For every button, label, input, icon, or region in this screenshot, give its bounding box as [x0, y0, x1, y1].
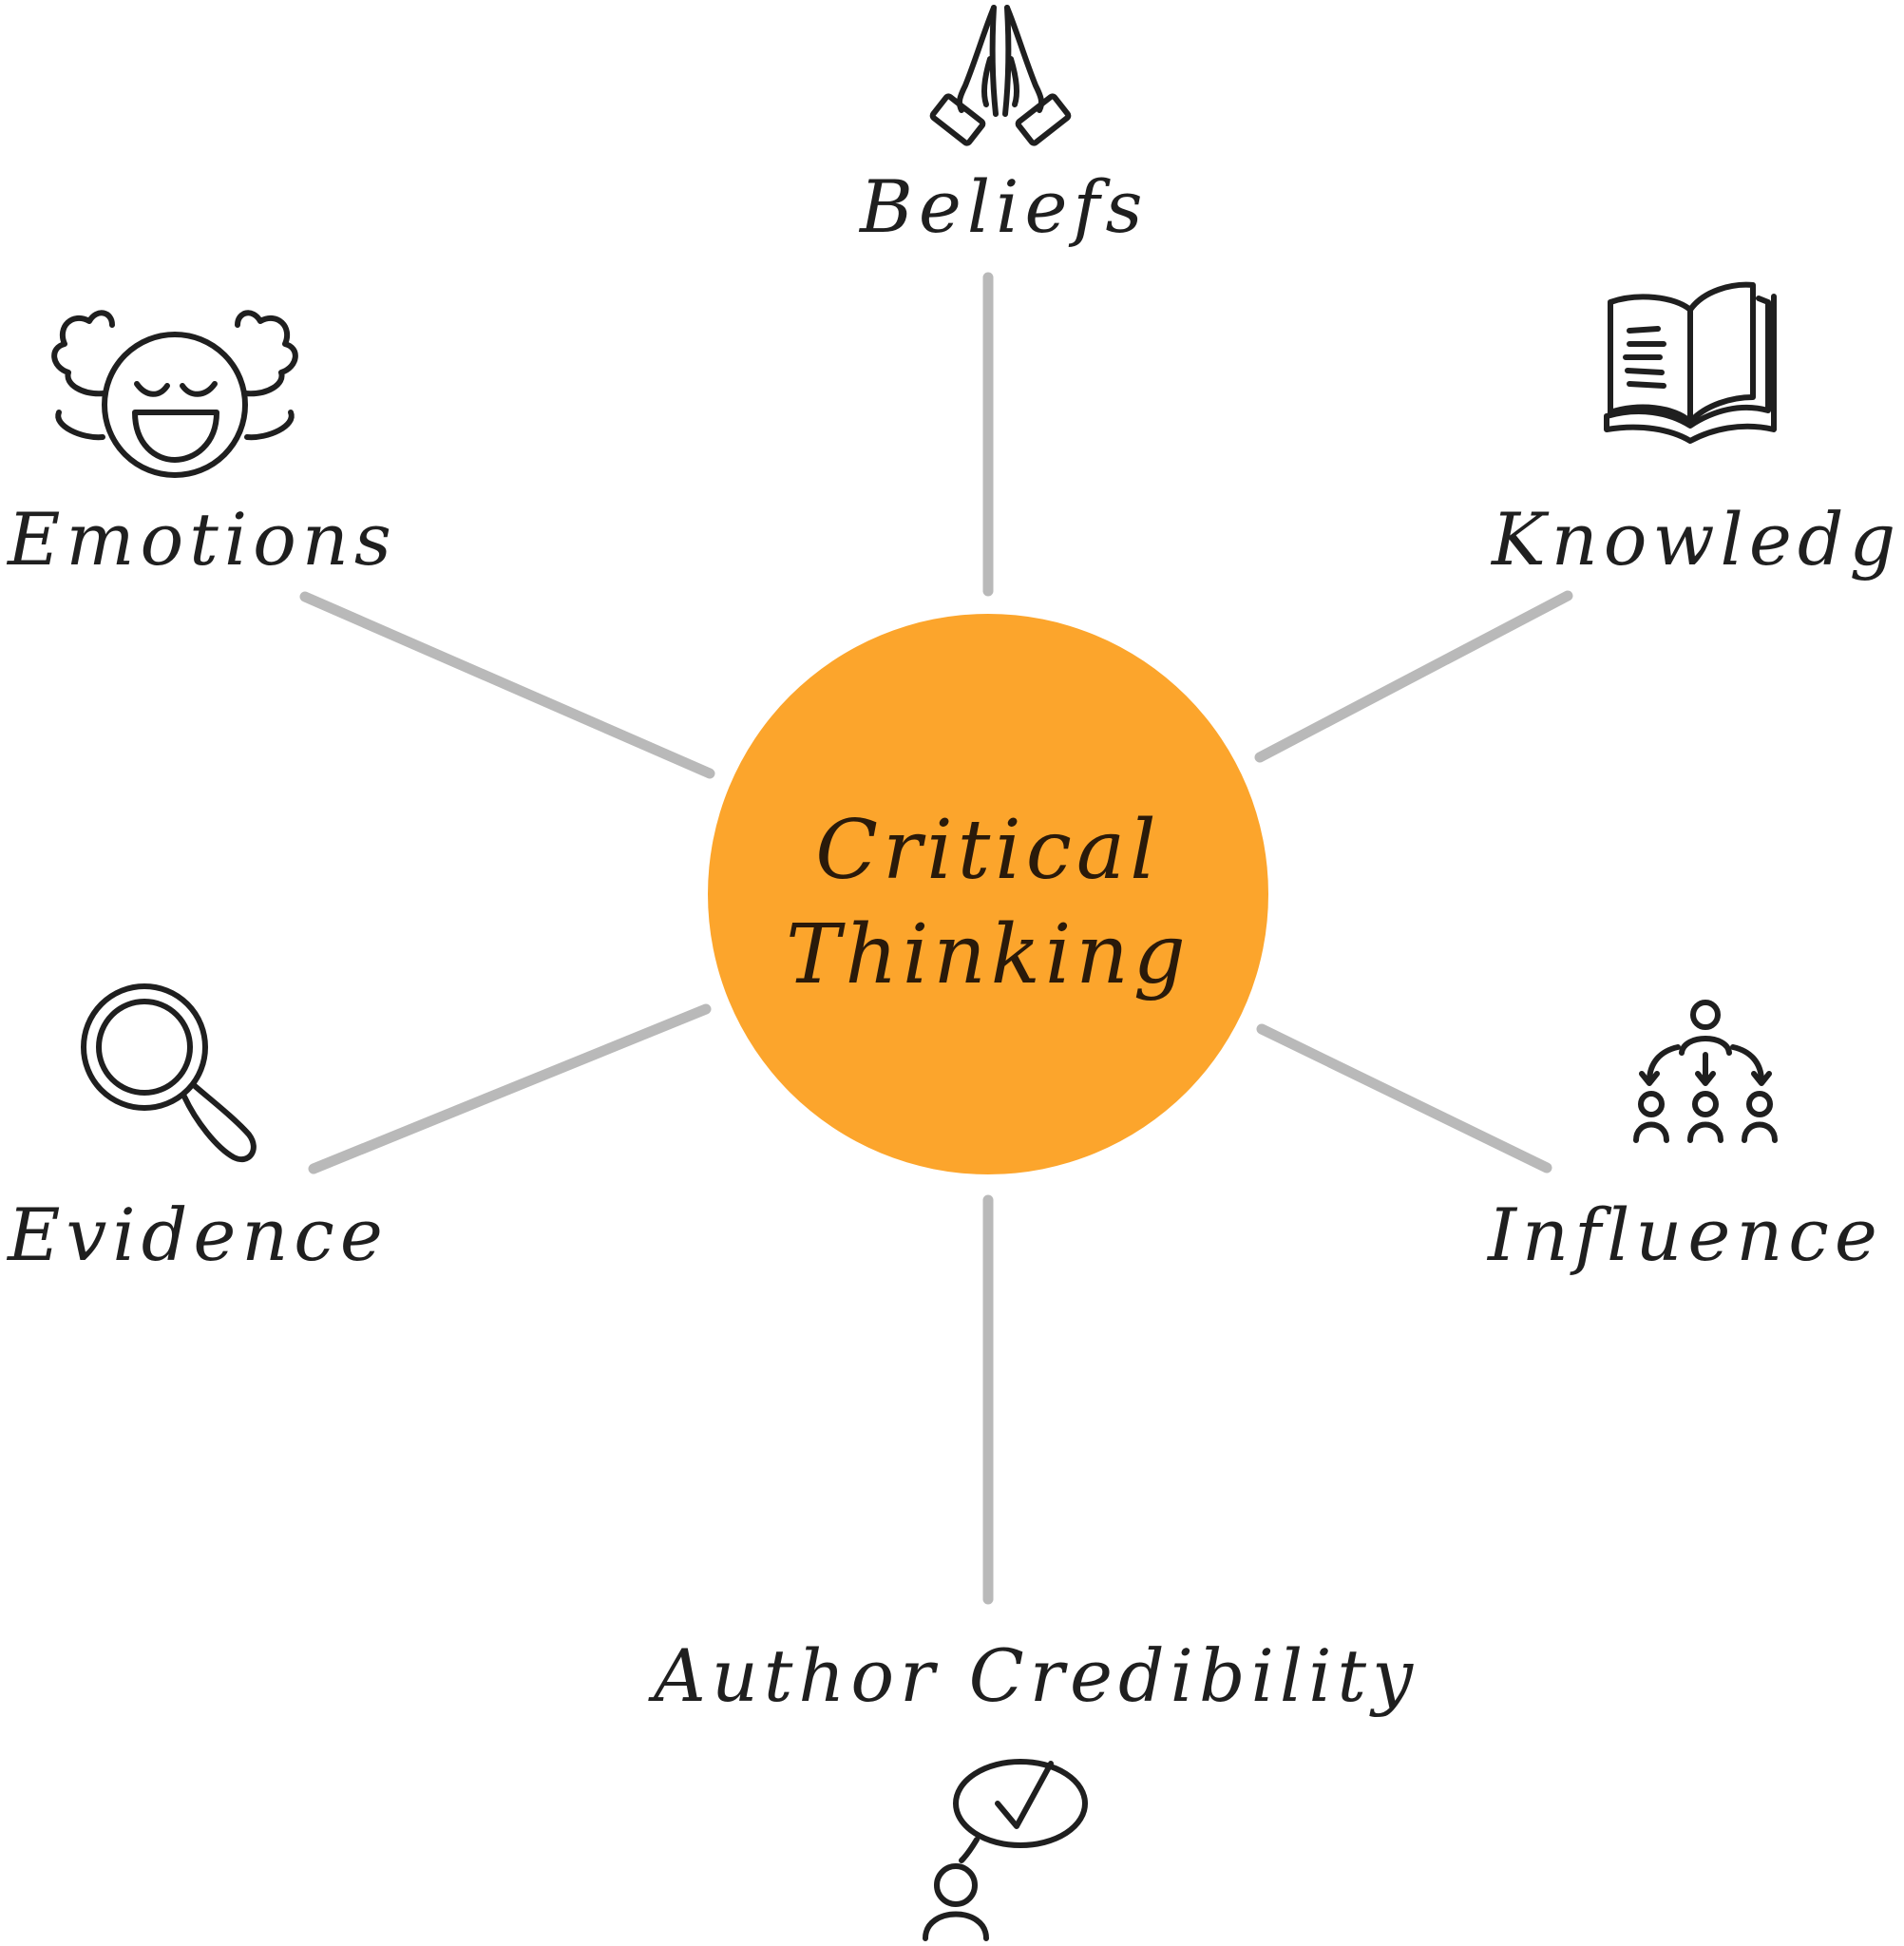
spoke-knowledge	[1254, 590, 1573, 763]
praying-hands-icon	[929, 2, 1072, 150]
spoke-influence	[1256, 1023, 1552, 1173]
central-hub	[708, 614, 1268, 1174]
person-check-icon	[918, 1754, 1093, 1942]
node-label-knowledge: Knowledge	[1492, 497, 1904, 582]
people-hierarchy-icon	[1632, 998, 1779, 1150]
node-label-author-credibility: Author Credibility	[654, 1633, 1419, 1718]
node-label-evidence: Evidence	[8, 1192, 389, 1277]
node-label-beliefs: Beliefs	[860, 164, 1149, 249]
winged-smiley-icon	[44, 306, 306, 481]
central-topic: Critical Thinking	[708, 798, 1268, 1007]
central-topic-line-2: Thinking	[786, 907, 1190, 1003]
magnifying-glass-icon	[74, 979, 258, 1169]
spoke-emotions	[299, 591, 715, 779]
spoke-evidence	[308, 1003, 712, 1174]
open-book-icon	[1599, 277, 1781, 445]
node-label-influence: Influence	[1488, 1192, 1883, 1277]
central-topic-line-1: Critical	[815, 803, 1161, 898]
node-label-emotions: Emotions	[8, 497, 397, 582]
